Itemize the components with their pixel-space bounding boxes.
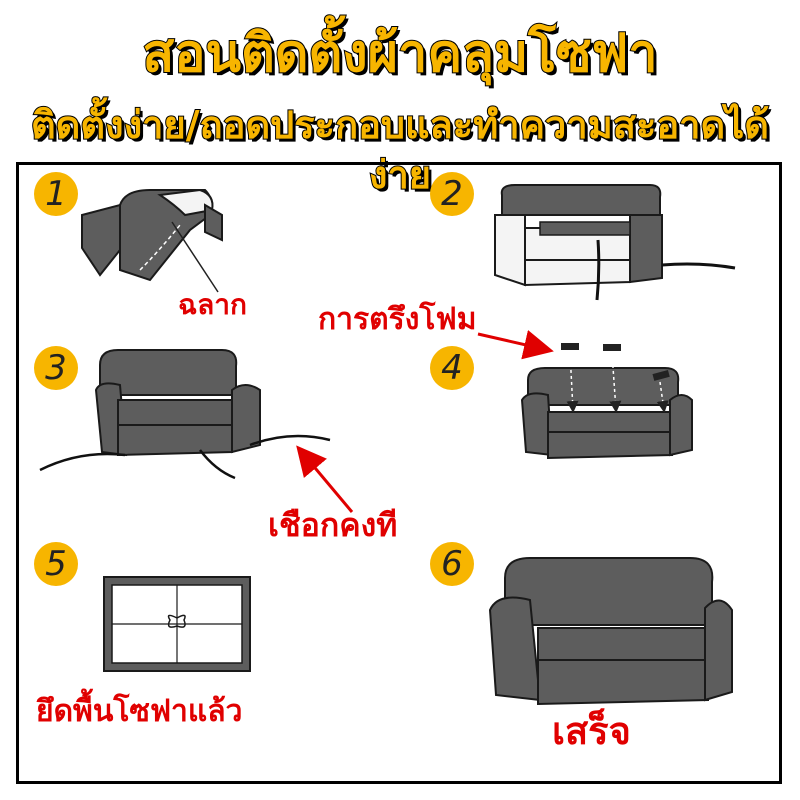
foam-pointer-arrow bbox=[477, 330, 554, 360]
step2-label: การตรึงโฟม bbox=[318, 302, 477, 337]
page-subtitle: ติดตั้งง่าย/ถอดประกอบและทำความสะอาดได้ง่… bbox=[30, 102, 770, 198]
step6-sofa-illustration bbox=[488, 557, 733, 706]
step2-sofa-illustration bbox=[494, 184, 736, 301]
instruction-panel bbox=[16, 162, 782, 784]
step1-cover-illustration bbox=[81, 188, 223, 293]
step4-sofa-illustration bbox=[520, 343, 693, 460]
ties-pointer-arrow bbox=[296, 445, 354, 513]
step5-label: ยึดพื้นโซฟาแล้ว bbox=[36, 694, 243, 729]
step6-badge: 6 bbox=[430, 542, 474, 586]
step5-badge: 5 bbox=[34, 542, 78, 586]
step6-label: เสร็จ bbox=[552, 709, 631, 753]
step3-sofa-illustration bbox=[39, 349, 331, 480]
step4-badge: 4 bbox=[430, 346, 474, 390]
page-title: สอนติดตั้งผ้าคลุมโซฟา bbox=[141, 23, 658, 85]
step1-badge: 1 bbox=[34, 172, 78, 216]
step3-badge: 3 bbox=[34, 346, 78, 390]
step1-label: ฉลาก bbox=[178, 288, 247, 321]
step3-label: เชือกคงที bbox=[268, 506, 398, 544]
step2-badge: 2 bbox=[430, 172, 474, 216]
step5-frame-illustration bbox=[103, 576, 251, 672]
